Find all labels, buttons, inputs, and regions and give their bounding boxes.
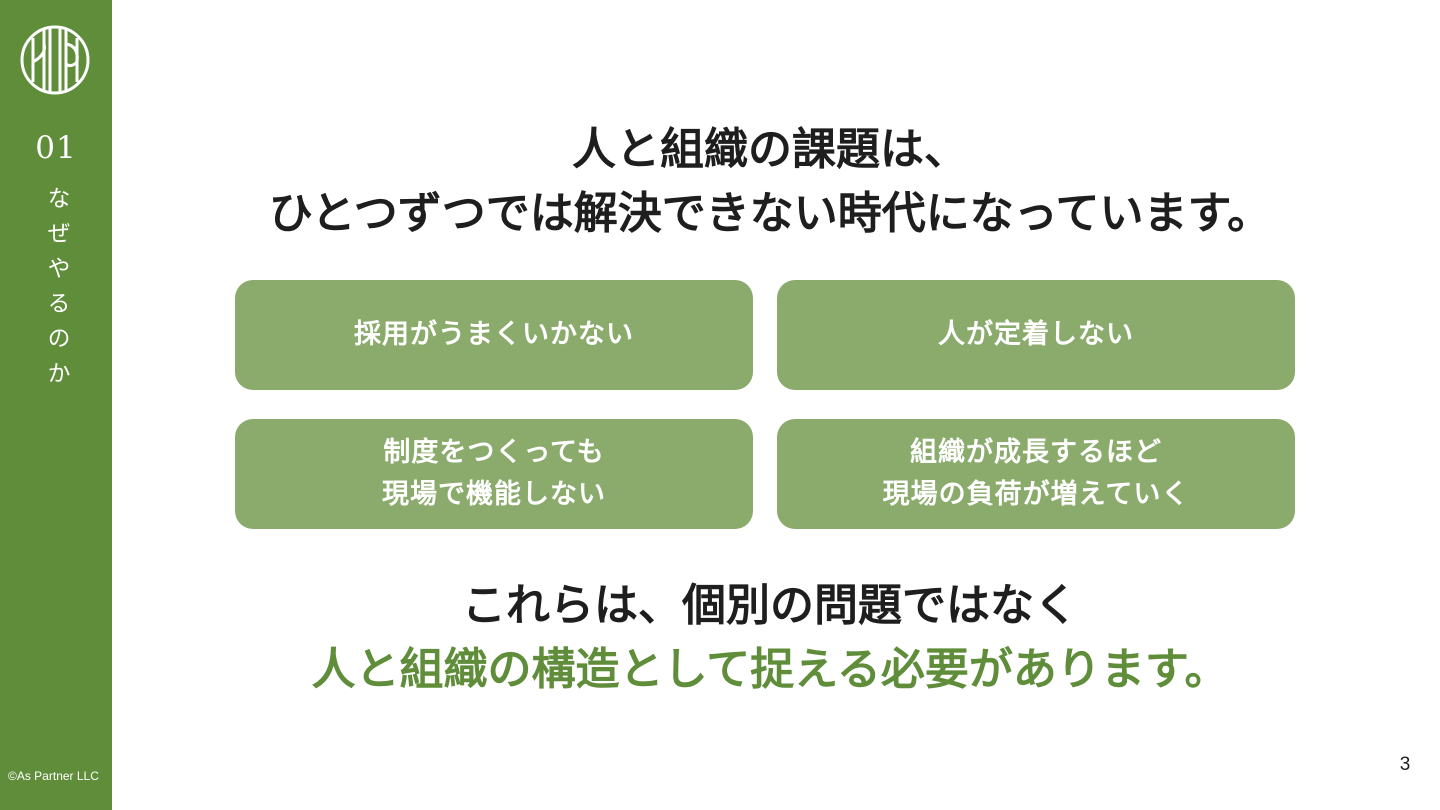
conclusion-line-1: これらは、個別の問題ではなく [462, 580, 1078, 631]
issue-card-retention: 人が定着しない [777, 280, 1295, 390]
conclusion-line-2: 人と組織の構造として捉える必要があります。 [311, 644, 1229, 695]
copyright: ©As Partner LLC [8, 769, 99, 783]
card-text: 現場で機能しない [382, 479, 606, 510]
issue-card-recruiting: 採用がうまくいかない [235, 280, 753, 390]
card-text: 人が定着しない [938, 319, 1134, 350]
issue-card-systems: 制度をつくっても 現場で機能しない [235, 419, 753, 529]
headline: 人と組織の課題は、 ひとつずつでは解決できない時代になっています。 [200, 118, 1340, 246]
headline-line-2: ひとつずつでは解決できない時代になっています。 [268, 188, 1272, 239]
as-partner-logo-icon [20, 25, 90, 95]
section-title: なぜやるのか [0, 186, 112, 396]
section-number: 01 [35, 130, 77, 166]
card-text: 現場の負荷が増えていく [882, 479, 1190, 510]
section-title-text: なぜやるのか [43, 186, 69, 396]
conclusion: これらは、個別の問題ではなく 人と組織の構造として捉える必要があります。 [200, 574, 1340, 702]
page-number: 3 [1399, 754, 1411, 775]
issue-card-growth-load: 組織が成長するほど 現場の負荷が増えていく [777, 419, 1295, 529]
card-text: 組織が成長するほど [910, 437, 1162, 468]
card-text: 制度をつくっても [383, 437, 605, 468]
headline-line-1: 人と組織の課題は、 [572, 124, 968, 175]
sidebar: 01 なぜやるのか ©As Partner LLC [0, 0, 112, 810]
card-text: 採用がうまくいかない [354, 319, 634, 350]
